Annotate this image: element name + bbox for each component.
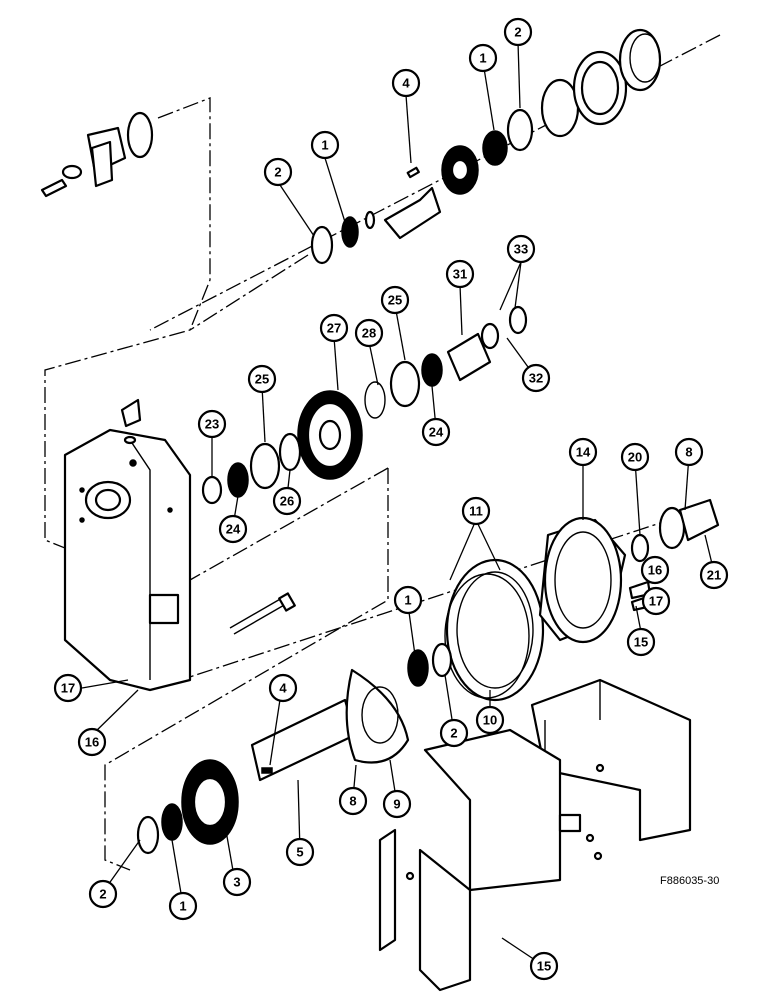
svg-text:1: 1 bbox=[404, 593, 411, 608]
callout-5: 5 bbox=[285, 837, 315, 867]
svg-text:20: 20 bbox=[628, 450, 642, 465]
callout-11: 11 bbox=[461, 496, 491, 526]
svg-text:1: 1 bbox=[321, 138, 328, 153]
svg-text:4: 4 bbox=[279, 681, 287, 696]
callout-8: 8 bbox=[338, 786, 368, 816]
svg-text:2: 2 bbox=[514, 25, 521, 40]
callout-26: 26 bbox=[272, 486, 302, 516]
long-bolt bbox=[229, 592, 296, 635]
svg-text:5: 5 bbox=[296, 845, 303, 860]
svg-text:15: 15 bbox=[537, 959, 551, 974]
svg-text:1: 1 bbox=[179, 899, 186, 914]
callout-9: 9 bbox=[382, 789, 412, 819]
callout-25: 25 bbox=[380, 285, 410, 315]
callout-20: 20 bbox=[620, 442, 650, 472]
svg-text:21: 21 bbox=[707, 568, 721, 583]
yoke-assembly bbox=[40, 111, 154, 198]
gearbox-housing bbox=[63, 398, 192, 692]
callout-1: 1 bbox=[310, 130, 340, 160]
callout-10: 10 bbox=[475, 705, 505, 735]
callout-2: 2 bbox=[439, 718, 469, 748]
svg-text:17: 17 bbox=[649, 594, 663, 609]
callout-15: 15 bbox=[626, 627, 656, 657]
right-covers bbox=[444, 498, 720, 702]
lower-shaft-group bbox=[136, 642, 453, 855]
callout-1: 1 bbox=[168, 891, 198, 921]
svg-text:10: 10 bbox=[483, 713, 497, 728]
callout-25: 25 bbox=[247, 364, 277, 394]
svg-text:9: 9 bbox=[393, 797, 400, 812]
svg-text:14: 14 bbox=[576, 445, 591, 460]
svg-text:24: 24 bbox=[226, 522, 241, 537]
callout-4: 4 bbox=[391, 68, 421, 98]
callout-2: 2 bbox=[503, 17, 533, 47]
callout-16: 16 bbox=[640, 555, 670, 585]
callout-1: 1 bbox=[393, 585, 423, 615]
callout-28: 28 bbox=[354, 318, 384, 348]
figure-code: F886035-30 bbox=[660, 875, 719, 887]
callout-17: 17 bbox=[641, 586, 671, 616]
svg-text:23: 23 bbox=[205, 417, 219, 432]
callout-2: 2 bbox=[88, 879, 118, 909]
callout-33: 33 bbox=[506, 234, 536, 264]
callout-2: 2 bbox=[263, 157, 293, 187]
svg-text:32: 32 bbox=[529, 371, 543, 386]
middle-shaft-group bbox=[201, 305, 528, 505]
svg-text:24: 24 bbox=[429, 425, 444, 440]
svg-text:8: 8 bbox=[685, 445, 692, 460]
svg-text:17: 17 bbox=[61, 681, 75, 696]
callout-3: 3 bbox=[222, 867, 252, 897]
svg-text:16: 16 bbox=[648, 563, 662, 578]
svg-text:2: 2 bbox=[274, 165, 281, 180]
svg-text:2: 2 bbox=[99, 887, 106, 902]
callout-16: 16 bbox=[77, 727, 107, 757]
svg-text:25: 25 bbox=[255, 372, 269, 387]
callout-4: 4 bbox=[268, 673, 298, 703]
svg-text:8: 8 bbox=[349, 794, 356, 809]
svg-text:33: 33 bbox=[514, 242, 528, 257]
callout-24: 24 bbox=[421, 417, 451, 447]
svg-text:16: 16 bbox=[85, 735, 99, 750]
svg-text:31: 31 bbox=[453, 267, 467, 282]
callout-17: 17 bbox=[53, 673, 83, 703]
callout-21: 21 bbox=[699, 560, 729, 590]
svg-text:25: 25 bbox=[388, 293, 402, 308]
callout-14: 14 bbox=[568, 437, 598, 467]
svg-text:27: 27 bbox=[327, 321, 341, 336]
callout-8: 8 bbox=[674, 437, 704, 467]
callout-32: 32 bbox=[521, 363, 551, 393]
callout-24: 24 bbox=[218, 514, 248, 544]
svg-text:3: 3 bbox=[233, 875, 240, 890]
callout-15: 15 bbox=[529, 951, 559, 981]
callout-31: 31 bbox=[445, 259, 475, 289]
callout-23: 23 bbox=[197, 409, 227, 439]
svg-text:15: 15 bbox=[634, 635, 648, 650]
callout-1: 1 bbox=[468, 43, 498, 73]
svg-text:2: 2 bbox=[450, 726, 457, 741]
guard-panels bbox=[378, 678, 692, 992]
callout-27: 27 bbox=[319, 313, 349, 343]
upper-shaft-group bbox=[310, 28, 662, 265]
svg-text:11: 11 bbox=[469, 504, 483, 519]
svg-text:28: 28 bbox=[362, 326, 376, 341]
svg-text:4: 4 bbox=[402, 76, 410, 91]
callouts: 1 2 4 2 1 33 31 25 27 28 32 25 23 24 26 … bbox=[53, 17, 729, 981]
svg-text:26: 26 bbox=[280, 494, 294, 509]
svg-text:1: 1 bbox=[479, 51, 486, 66]
